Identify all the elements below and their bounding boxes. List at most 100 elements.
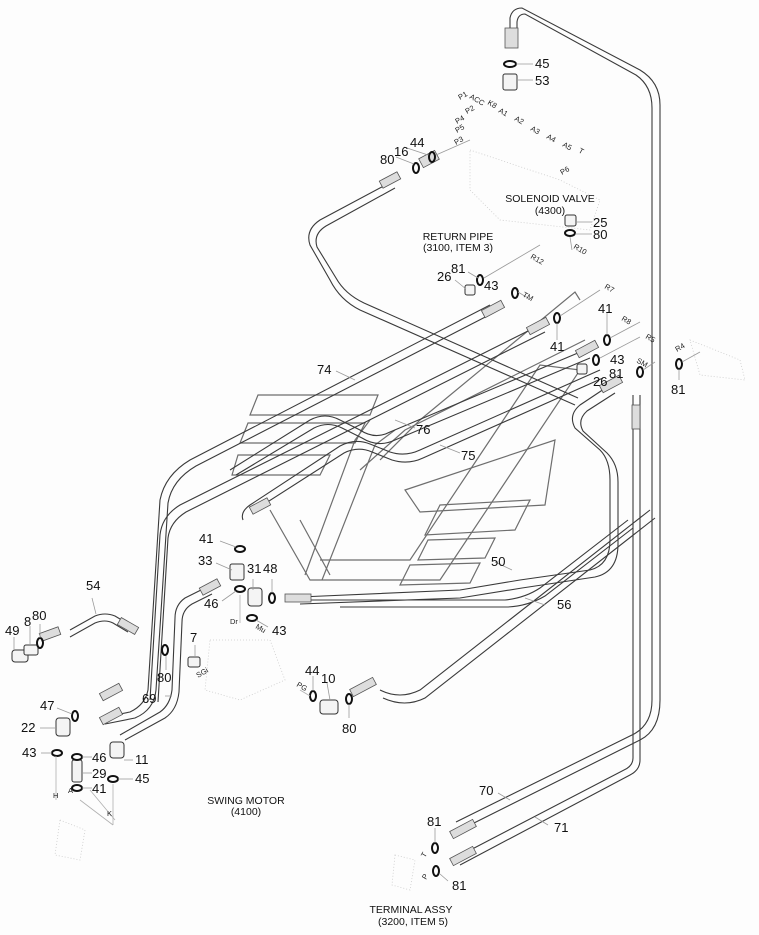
- callout-47: 47: [40, 698, 54, 713]
- port-label: P1: [457, 89, 469, 101]
- port-label: A5: [561, 140, 573, 152]
- fittings: [11, 73, 588, 783]
- callout-41: 41: [199, 531, 213, 546]
- terminal-port-labels: T P: [419, 850, 430, 881]
- port-label: PG: [295, 680, 309, 693]
- solenoid-valve-ghost: [469, 149, 746, 381]
- callout-50: 50: [491, 554, 505, 569]
- port-label: P2: [464, 103, 476, 115]
- o-rings: [36, 60, 683, 877]
- terminal-ghost: [391, 854, 416, 891]
- port-label: Mu: [254, 622, 268, 635]
- terminal-assy-caption: TERMINAL ASSY: [369, 904, 452, 916]
- port-label: P4: [454, 113, 466, 125]
- pipes: [69, 7, 661, 866]
- callout-7: 7: [190, 630, 197, 645]
- callout-41: 41: [92, 781, 106, 796]
- callout-43: 43: [610, 352, 624, 367]
- callout-54: 54: [86, 578, 100, 593]
- hose-ends: [38, 27, 641, 867]
- callout-33: 33: [198, 553, 212, 568]
- port-label: Dr: [230, 617, 238, 626]
- captions: SOLENOID VALVE (4300) RETURN PIPE (3100,…: [207, 193, 594, 928]
- callout-46: 46: [204, 596, 218, 611]
- port-label: SGi: [195, 666, 211, 680]
- callout-80: 80: [342, 721, 356, 736]
- leader-lines: [13, 63, 701, 882]
- callout-41: 41: [598, 301, 612, 316]
- callout-45: 45: [535, 56, 549, 71]
- return-port-labels: R12 R10 TM R7 R8 R5 SM R4: [521, 242, 686, 369]
- callout-11: 11: [135, 752, 149, 767]
- swing-motor-caption: SWING MOTOR: [207, 795, 285, 807]
- callout-81: 81: [427, 814, 441, 829]
- return-pipe-caption: RETURN PIPE: [423, 231, 494, 243]
- swing-motor-ref: (4100): [231, 806, 261, 818]
- callout-69: 69: [142, 691, 156, 706]
- callout-75: 75: [461, 448, 475, 463]
- port-label: R12: [529, 252, 545, 267]
- solenoid-port-labels: P1 ACC K8 A1 P2 A2 A3 A4 A5 P4 P5 P3 P6 …: [453, 89, 586, 176]
- callout-43: 43: [484, 278, 498, 293]
- callout-16: 16: [394, 144, 408, 159]
- callout-26: 26: [593, 374, 607, 389]
- callout-25: 25: [593, 215, 607, 230]
- callout-76: 76: [416, 422, 430, 437]
- callout-81: 81: [452, 878, 466, 893]
- callout-49: 49: [5, 623, 19, 638]
- return-pipe-ref: (3100, ITEM 3): [423, 242, 493, 254]
- callout-70: 70: [479, 783, 493, 798]
- callout-43: 43: [22, 745, 36, 760]
- callout-22: 22: [21, 720, 35, 735]
- solenoid-valve-ref: (4300): [535, 205, 565, 217]
- callout-80: 80: [380, 152, 394, 167]
- callout-53: 53: [535, 73, 549, 88]
- swing-motor-ghost: [54, 639, 286, 861]
- port-label: P3: [453, 134, 465, 146]
- terminal-assy-ref: (3200, ITEM 5): [378, 916, 448, 928]
- callout-80: 80: [593, 227, 607, 242]
- port-label: K: [107, 809, 112, 818]
- callout-44: 44: [410, 135, 424, 150]
- callout-80: 80: [157, 670, 171, 685]
- port-label: T: [577, 146, 586, 156]
- callout-8: 8: [24, 614, 31, 629]
- callout-45: 45: [135, 771, 149, 786]
- callout-10: 10: [321, 671, 335, 686]
- callout-74: 74: [317, 362, 331, 377]
- solenoid-valve-caption: SOLENOID VALVE: [505, 193, 594, 205]
- port-label: P5: [454, 122, 466, 134]
- callout-31: 31: [247, 561, 261, 576]
- callout-81: 81: [609, 366, 623, 381]
- callout-80: 80: [32, 608, 46, 623]
- callout-46: 46: [92, 750, 106, 765]
- port-label: A4: [545, 132, 557, 144]
- port-label: P: [420, 872, 430, 881]
- callout-29: 29: [92, 766, 106, 781]
- port-label: R4: [674, 341, 687, 354]
- callout-81: 81: [451, 261, 465, 276]
- port-label: K8: [486, 98, 498, 110]
- callout-41: 41: [550, 339, 564, 354]
- part-callouts: 45 53 44 16 80 25 80 81 26 43 41 41 43 8…: [5, 56, 685, 893]
- callout-48: 48: [263, 561, 277, 576]
- callout-56: 56: [557, 597, 571, 612]
- port-label: R10: [572, 242, 588, 257]
- port-label: A: [68, 786, 73, 795]
- port-label: A2: [513, 114, 525, 126]
- callout-44: 44: [305, 663, 319, 678]
- port-label: R5: [644, 332, 657, 345]
- callout-43: 43: [272, 623, 286, 638]
- port-label: H: [53, 791, 58, 800]
- callout-26: 26: [437, 269, 451, 284]
- callout-71: 71: [554, 820, 568, 835]
- frame-outline: [231, 291, 586, 586]
- port-label: R7: [603, 282, 616, 295]
- port-label: T: [419, 850, 429, 859]
- port-label: A3: [529, 124, 541, 136]
- port-label: R8: [620, 314, 633, 327]
- port-label: TM: [521, 290, 535, 303]
- callout-81: 81: [671, 382, 685, 397]
- port-label: P6: [559, 164, 571, 176]
